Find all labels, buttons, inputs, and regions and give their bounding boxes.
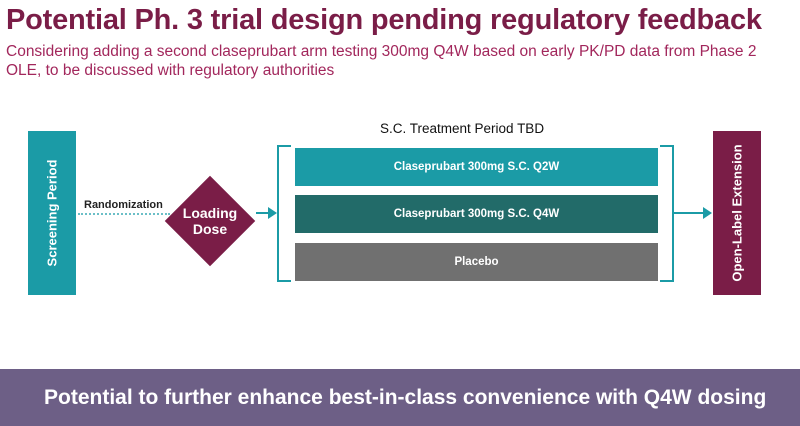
arm-q2w: Claseprubart 300mg S.C. Q2W — [295, 148, 658, 186]
treatment-bracket-left — [277, 145, 291, 282]
open-label-extension-box: Open-Label Extension — [713, 131, 761, 295]
arm-q4w: Claseprubart 300mg S.C. Q4W — [295, 195, 658, 233]
loading-dose-label: Loading Dose — [182, 205, 238, 237]
loading-dose-diamond: Loading Dose — [164, 175, 256, 267]
screening-period-label: Screening Period — [44, 159, 60, 267]
extension-connector-arrowhead — [703, 207, 712, 219]
treatment-bracket-right — [660, 145, 674, 282]
diamond-connector-arrowhead — [268, 207, 277, 219]
slide-title: Potential Ph. 3 trial design pending reg… — [6, 4, 762, 36]
arm-placebo: Placebo — [295, 243, 658, 281]
treatment-period-title: S.C. Treatment Period TBD — [380, 121, 545, 136]
randomization-dotted-line — [78, 213, 170, 215]
open-label-extension-label: Open-Label Extension — [729, 144, 745, 282]
extension-connector-line — [674, 212, 704, 214]
bottom-banner — [0, 369, 800, 426]
slide-subtitle: Considering adding a second claseprubart… — [6, 43, 757, 79]
diamond-connector-line — [256, 212, 270, 214]
randomization-label: Randomization — [84, 199, 163, 211]
screening-period-box: Screening Period — [28, 131, 76, 295]
banner-text: Potential to further enhance best-in-cla… — [44, 386, 767, 409]
